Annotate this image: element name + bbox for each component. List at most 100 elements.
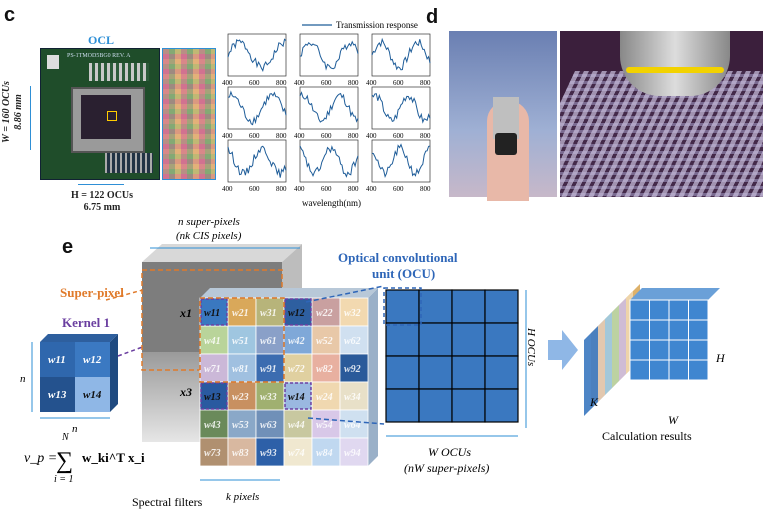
ocu-subpixel: [496, 301, 507, 312]
spectrum-curve: [371, 93, 431, 124]
spectrum-curve: [371, 37, 431, 71]
ocu-subpixel: [496, 378, 507, 389]
ocu-subpixel: [386, 367, 397, 378]
x-tick-label: 800: [276, 79, 287, 87]
pcb-connectors: [89, 63, 149, 81]
ocu-subpixel: [441, 411, 452, 422]
ocu-subpixel: [452, 389, 463, 400]
kernel-w12: w12: [83, 354, 102, 366]
filter-weight-label: w71: [204, 364, 221, 375]
ocu-subpixel: [452, 334, 463, 345]
ocu-subpixel: [419, 334, 430, 345]
ocu-subpixel: [408, 290, 419, 301]
ocu-subpixel: [430, 290, 441, 301]
filter-weight-label: w72: [288, 364, 305, 375]
result-front-cell: [688, 359, 709, 381]
ocu-subpixel: [463, 345, 474, 356]
ocu-subpixel: [452, 356, 463, 367]
ocu-subpixel: [485, 290, 496, 301]
spectral-filters-label: Spectral filters: [132, 495, 203, 509]
filter-weight-label: w22: [316, 308, 333, 319]
spectrum-curve: [227, 90, 287, 126]
filter-cell: [255, 409, 285, 439]
kernel-n-left: n: [20, 373, 26, 385]
ocu-subpixel: [441, 389, 452, 400]
ocu-subpixel: [474, 367, 485, 378]
ocu-subpixel: [386, 400, 397, 411]
ocu-subpixel: [397, 378, 408, 389]
ocu-subpixel: [397, 345, 408, 356]
filter-cell: [199, 381, 229, 411]
result-h-label: H: [715, 351, 726, 365]
filter-weight-label: w34: [344, 392, 361, 403]
ocu-subpixel: [496, 389, 507, 400]
filter-weight-label: w41: [204, 336, 221, 347]
filter-grid-side: [368, 288, 378, 466]
h-label: H = 122 OCUs 6.75 mm: [62, 190, 142, 214]
panel-c-letter: c: [4, 4, 16, 26]
pcb-photo: PS-1TMOD5BG0 REV. A: [40, 48, 160, 180]
filter-cell: [199, 409, 229, 439]
filter-weight-label: w31: [260, 308, 277, 319]
ocu-subpixel: [441, 312, 452, 323]
super-pixel-label: Super-pixel: [60, 285, 124, 300]
ocu-subpixel: [474, 290, 485, 301]
panel-d-letter: d: [426, 6, 439, 28]
ocu-subpixel: [397, 400, 408, 411]
pcb-header: [47, 55, 59, 69]
spectrum-curve: [299, 40, 359, 71]
spectrum-plot-frame: [299, 86, 359, 130]
ocu-subpixel: [452, 290, 463, 301]
ocu-subpixel: [474, 378, 485, 389]
ocu-subpixel: [430, 356, 441, 367]
filter-cell: [311, 437, 341, 467]
h-label-line1: H = 122 OCUs: [70, 190, 134, 201]
ocu-subpixel: [463, 301, 474, 312]
ocu-subpixel: [430, 378, 441, 389]
ocu-subpixel: [507, 356, 518, 367]
ocu-subpixel: [463, 312, 474, 323]
ocu-subpixel: [463, 334, 474, 345]
filter-weight-label: w74: [288, 448, 305, 459]
kernel-n-bottom: n: [72, 423, 78, 435]
ocu-subpixel: [419, 290, 430, 301]
filter-cell: [227, 297, 257, 327]
ocu-subpixel: [485, 378, 496, 389]
ocu-subpixel: [507, 312, 518, 323]
ocu-subpixel: [463, 400, 474, 411]
result-front-cell: [649, 339, 670, 361]
pcb-sensor: [81, 95, 131, 139]
formula: v_p = N ∑ i = 1 w_ki^T x_i: [24, 432, 145, 485]
ocu-subpixel: [496, 411, 507, 422]
filter-cell: [199, 353, 229, 383]
kernel-mapping-highlight: [284, 298, 312, 326]
filter-weight-label: w94: [344, 448, 361, 459]
top-label-line2: (nk CIS pixels): [176, 230, 242, 242]
h-label-line2: 6.75 mm: [83, 202, 121, 213]
ocu-subpixel: [474, 400, 485, 411]
ocu-subpixel: [507, 400, 518, 411]
result-w-label: W: [668, 413, 679, 427]
filter-weight-label: w14: [288, 392, 305, 403]
filter-cell: [339, 409, 369, 439]
x-tick-label: 600: [321, 185, 332, 193]
ocu-subpixel: [485, 367, 496, 378]
formula-body: w_ki^T x_i: [82, 450, 145, 465]
x1-label: x1: [179, 306, 192, 320]
kernel-mapping-highlight: [200, 382, 228, 410]
x-tick-label: 600: [393, 132, 404, 140]
x-tick-label: 400: [222, 79, 233, 87]
formula-sigma: ∑: [56, 448, 73, 474]
spectrum-plot-frame: [227, 139, 287, 183]
pcb-components: [105, 153, 153, 173]
ocu-subpixel: [408, 411, 419, 422]
ocu-subpixel: [419, 411, 430, 422]
spectrum-curve: [371, 143, 431, 179]
filter-weight-label: w73: [204, 448, 221, 459]
ocu-subpixel: [507, 334, 518, 345]
filter-grid-top: [200, 288, 378, 298]
ocu-subpixel: [430, 389, 441, 400]
filter-cell: [311, 353, 341, 383]
ocu-subpixel: [419, 312, 430, 323]
ocu-subpixel: [386, 378, 397, 389]
